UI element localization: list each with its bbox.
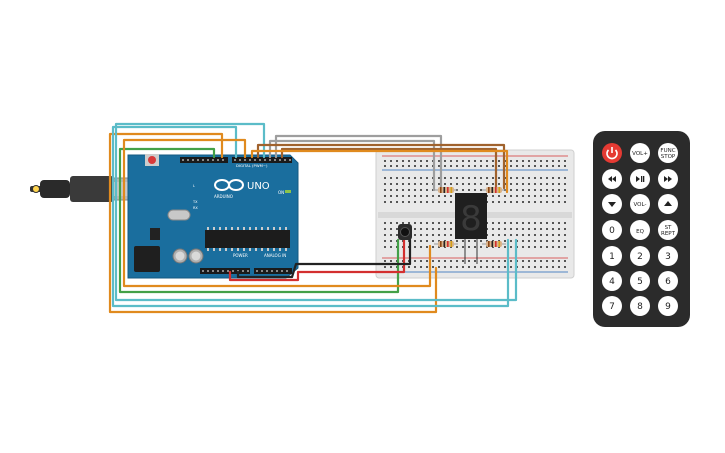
remote-st-rept-button[interactable]	[658, 220, 678, 240]
wire-orange-top	[250, 149, 509, 194]
board-brand-label: ARDUINO	[214, 194, 233, 199]
remote-5-label: 5	[637, 277, 643, 287]
remote-eq-label: EQ	[636, 229, 644, 235]
arduino-uno-board[interactable]: UNO ARDUINO DIGITAL (PWM~) ANALOG IN POW…	[30, 154, 299, 279]
remote-func-stop-button[interactable]	[658, 143, 678, 163]
resistor-c	[434, 241, 458, 247]
wire-black-gnd	[236, 238, 412, 279]
resistor-d	[482, 241, 506, 247]
power-label: POWER	[233, 253, 248, 258]
wire-gray-2	[274, 134, 443, 190]
remote-9-label: 9	[665, 302, 671, 312]
atmega-chip	[205, 230, 290, 248]
on-label: ON	[278, 190, 284, 195]
remote-5-button[interactable]	[630, 271, 650, 291]
resistor-a	[434, 187, 458, 193]
remote-4-button[interactable]	[602, 271, 622, 291]
analog-label: ANALOG IN	[264, 253, 286, 258]
tx-label: TX	[192, 200, 198, 204]
remote-1-button[interactable]	[602, 246, 622, 266]
wire-orange-inner	[122, 138, 432, 288]
wire-cyan-1	[111, 125, 510, 308]
remote-eq-button[interactable]	[630, 220, 650, 240]
remote-func-label: FUNC	[660, 148, 675, 154]
next-icon	[664, 176, 672, 182]
remote-0-label: 0	[609, 226, 615, 236]
wire-cyan-2	[114, 122, 518, 302]
wire-orange-outer	[108, 132, 438, 314]
play-pause-icon	[636, 176, 645, 182]
remote-vol-down-label: VOL-	[634, 202, 647, 208]
prev-icon	[608, 176, 616, 182]
resistors	[434, 187, 506, 247]
rx-label: RX	[193, 206, 198, 210]
remote-vol-up-button[interactable]	[630, 143, 650, 163]
wire-brown-2	[280, 147, 498, 190]
remote-9-button[interactable]	[658, 296, 678, 316]
remote-3-label: 3	[665, 252, 671, 262]
seven-segment-display[interactable]: 8	[455, 193, 487, 264]
display-digit: 8	[460, 199, 482, 239]
remote-st-label: ST	[665, 225, 672, 231]
remote-1-label: 1	[609, 252, 615, 262]
remote-7-label: 7	[609, 302, 615, 312]
ir-receiver[interactable]	[398, 224, 412, 240]
wire-green	[118, 147, 400, 294]
remote-vol-up-label: VOL+	[632, 151, 648, 157]
power-header	[200, 268, 250, 274]
remote-6-button[interactable]	[658, 271, 678, 291]
remote-2-label: 2	[637, 252, 643, 262]
remote-stop-label: STOP	[661, 154, 676, 160]
remote-0-button[interactable]	[602, 220, 622, 240]
wire-gray-1	[268, 139, 436, 192]
digital-label: DIGITAL (PWM~)	[236, 163, 268, 168]
remote-rept-label: REPT	[661, 231, 676, 237]
remote-4-label: 4	[609, 277, 615, 287]
remote-3-button[interactable]	[658, 246, 678, 266]
wires	[108, 122, 518, 314]
remote-6-label: 6	[665, 277, 671, 287]
wire-red-5v	[228, 238, 406, 282]
dc-jack	[134, 246, 160, 272]
board-model-label: UNO	[247, 181, 270, 192]
remote-2-button[interactable]	[630, 246, 650, 266]
remote-8-label: 8	[637, 302, 643, 312]
l-led-label: L	[193, 184, 195, 188]
remote-vol-down-button[interactable]	[630, 194, 650, 214]
remote-8-button[interactable]	[630, 296, 650, 316]
power-icon	[606, 147, 618, 160]
remote-7-button[interactable]	[602, 296, 622, 316]
down-icon	[608, 202, 616, 207]
digital-header-low	[232, 157, 292, 163]
up-icon	[664, 201, 672, 206]
arduino-logo	[214, 179, 244, 191]
resistor-b	[482, 187, 506, 193]
